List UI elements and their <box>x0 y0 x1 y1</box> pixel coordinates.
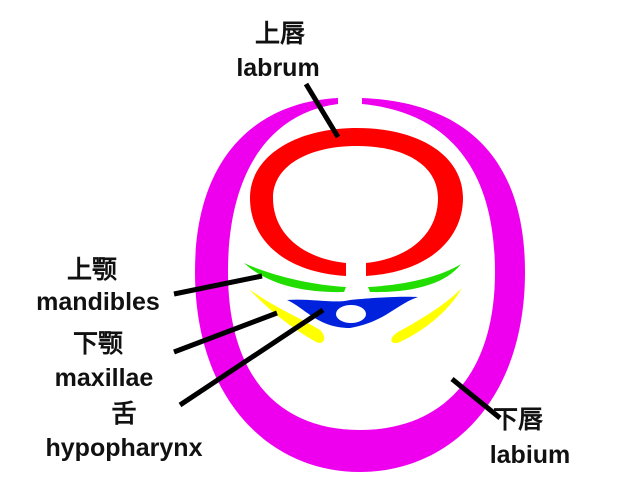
leader-labrum <box>303 82 341 139</box>
hypopharynx-opening <box>336 305 366 323</box>
mandible-left <box>244 263 346 293</box>
label-mandibles-zh: 上颚 <box>66 256 118 284</box>
label-labrum-en: labrum <box>236 54 320 82</box>
label-mandibles-en: mandibles <box>36 288 160 316</box>
label-hypopharynx-en: hypopharynx <box>45 434 203 462</box>
label-labrum-zh: 上唇 <box>254 20 306 48</box>
label-labium-en: labium <box>489 441 571 469</box>
labrum-shape <box>250 128 463 276</box>
label-maxillae-en: maxillae <box>54 364 154 392</box>
label-maxillae-zh: 下颚 <box>72 330 124 358</box>
mandible-right <box>368 264 461 293</box>
label-labium-zh: 下唇 <box>492 406 544 434</box>
leader-mandibles <box>173 273 263 297</box>
leader-hypopharynx <box>178 307 325 408</box>
leader-maxillae <box>173 310 278 355</box>
label-hypopharynx-zh: 舌 <box>111 400 137 428</box>
leader-labium <box>450 377 502 420</box>
maxilla-right <box>391 288 462 344</box>
labium-shape <box>195 98 525 472</box>
maxilla-left <box>249 289 325 343</box>
